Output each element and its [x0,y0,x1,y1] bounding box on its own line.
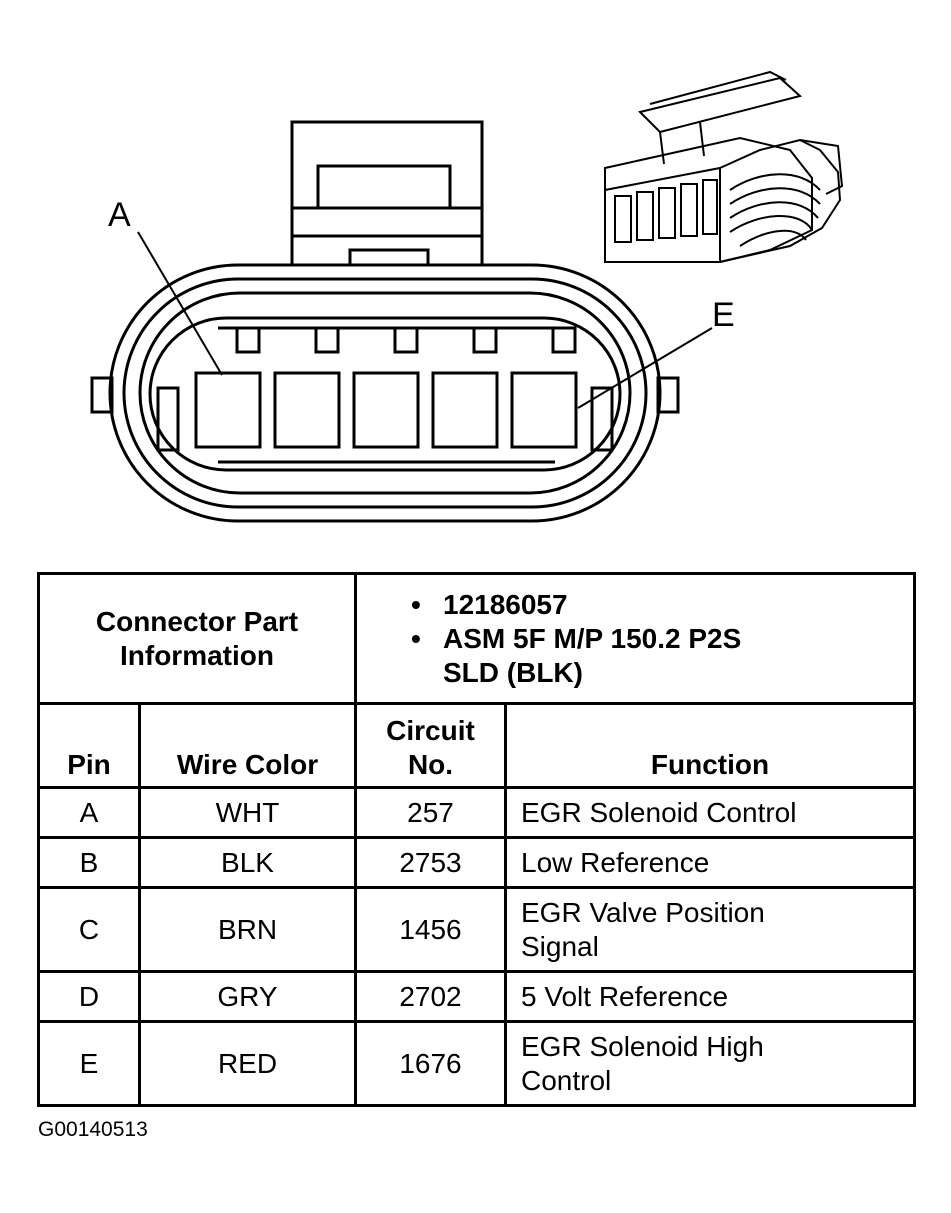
part-info-value-cell: • 12186057 • ASM 5F M/P 150.2 P2S SLD (B… [354,572,916,705]
part-description-line-2: SLD (BLK) [443,656,583,688]
pin-cell: E [37,1020,141,1107]
wire-color-cell: WHT [138,786,357,839]
column-header-row: Pin Wire Color Circuit No. Function [37,702,916,789]
function-line-1: EGR Valve Position [521,896,765,928]
function-line-2: Signal [521,930,599,962]
pin-cell: C [37,886,141,973]
pin-cell: D [37,970,141,1023]
part-info-header-cell: Connector Part Information [37,572,357,705]
pin-cavity-b [273,371,341,449]
pin-cavity-a [194,371,262,449]
pin-cavity-c [352,371,420,449]
table-row: A WHT 257 EGR Solenoid Control [37,786,916,839]
pin-label-e: E [712,296,735,334]
circuit-cell: 257 [354,786,507,839]
pin-cell: A [37,786,141,839]
pin-a-leader [137,231,223,376]
circuit-cell: 2702 [354,970,507,1023]
function-cell: EGR Solenoid Control [504,786,916,839]
connector-perspective-view [604,70,844,263]
part-info-list: • 12186057 • ASM 5F M/P 150.2 P2S SLD (B… [357,584,913,694]
connector-latches [235,326,577,354]
column-header-function: Function [504,702,916,789]
function-cell: EGR Solenoid High Control [504,1020,916,1107]
function-line-1: EGR Solenoid High [521,1030,764,1062]
column-header-wire-color: Wire Color [138,702,357,789]
bullet-icon: • [411,622,421,654]
part-info-header-line-1: Connector Part [95,605,299,637]
part-info-header-line-2: Information [120,639,274,671]
bullet-icon: • [411,588,421,620]
wire-color-cell: BLK [138,836,357,889]
circuit-cell: 2753 [354,836,507,889]
part-info-item: • ASM 5F M/P 150.2 P2S SLD (BLK) [357,622,913,690]
part-number: 12186057 [443,588,568,620]
pin-label-a: A [108,196,131,234]
function-cell: EGR Valve Position Signal [504,886,916,973]
column-header-circuit-line-1: Circuit [386,715,475,746]
column-header-pin: Pin [37,702,141,789]
pin-cell: B [37,836,141,889]
connector-info-table: Connector Part Information • 12186057 • … [37,572,916,1107]
connector-diagram: A E [90,70,844,523]
pin-cavity-d [431,371,499,449]
pin-cavity-e [510,371,578,449]
pin-cavities [194,371,578,449]
column-header-circuit: Circuit No. [354,702,507,789]
circuit-cell: 1456 [354,886,507,973]
table-row: B BLK 2753 Low Reference [37,836,916,889]
function-cell: 5 Volt Reference [504,970,916,1023]
pin-e-leader [577,327,713,409]
wire-color-cell: BRN [138,886,357,973]
table-row: D GRY 2702 5 Volt Reference [37,970,916,1023]
table-row: E RED 1676 EGR Solenoid High Control [37,1020,916,1107]
connector-lock-tab [290,120,484,282]
wire-color-cell: GRY [138,970,357,1023]
wire-color-cell: RED [138,1020,357,1107]
figure-id: G00140513 [38,1118,148,1141]
function-line-2: Control [521,1064,612,1096]
function-cell: Low Reference [504,836,916,889]
part-info-row: Connector Part Information • 12186057 • … [37,572,916,705]
table-row: C BRN 1456 EGR Valve Position Signal [37,886,916,973]
circuit-cell: 1676 [354,1020,507,1107]
part-info-item: • 12186057 [357,588,913,622]
column-header-circuit-line-2: No. [407,749,454,780]
part-description-line-1: ASM 5F M/P 150.2 P2S [443,622,742,654]
